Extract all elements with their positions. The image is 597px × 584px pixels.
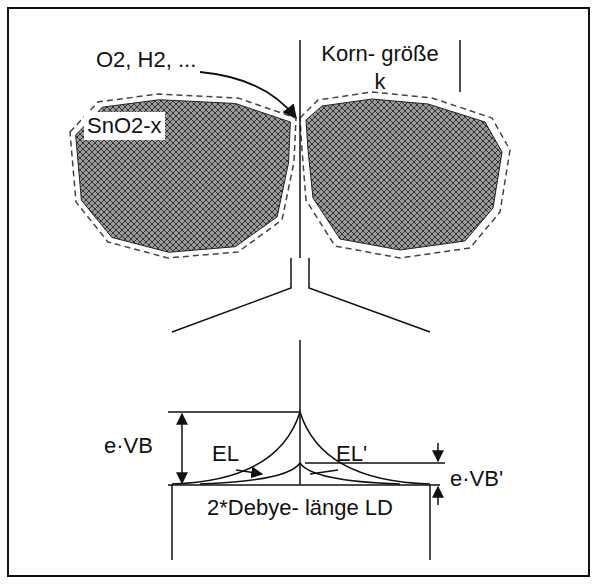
frame bbox=[8, 8, 589, 576]
zoom-lines bbox=[172, 258, 430, 332]
barrier-label: e·VB' bbox=[450, 465, 503, 493]
grain-right bbox=[300, 92, 510, 258]
band-diagram bbox=[168, 340, 445, 560]
sno2-grain: SnO2-x bbox=[68, 92, 300, 260]
band-edge-label: EL bbox=[212, 440, 239, 468]
gas-label: O2, H2, ... bbox=[96, 46, 196, 74]
band-edge-label: EL' bbox=[336, 440, 367, 468]
material-label: SnO2-x bbox=[84, 112, 165, 140]
grain-size-label: Korn- größe k bbox=[320, 40, 440, 96]
barrier-label: e·VB bbox=[104, 432, 153, 460]
debye-length-label: 2*Debye- länge LD bbox=[200, 494, 400, 522]
